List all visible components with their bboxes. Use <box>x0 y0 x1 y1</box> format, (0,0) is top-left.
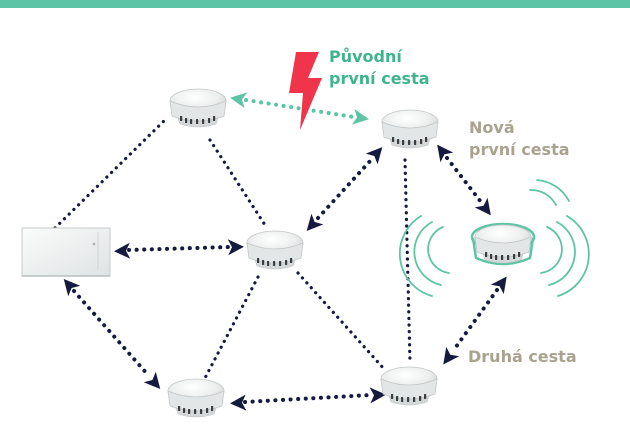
lightning-bolt-icon <box>289 52 322 130</box>
arrowhead <box>114 242 131 259</box>
original-first-path <box>230 92 369 125</box>
link-top-left-to-center-detector <box>208 138 267 227</box>
arrowhead <box>369 387 386 404</box>
label-line: první cesta <box>329 69 430 88</box>
top-accent-bar <box>0 0 630 8</box>
link-panel-to-center-detector <box>127 245 231 252</box>
label-line: první cesta <box>469 140 570 159</box>
link-panel-to-top-left-detector <box>53 115 170 230</box>
link-center-to-bottom-left-detector <box>203 275 260 380</box>
link-center-to-bottom-right-detector <box>296 271 387 372</box>
arrowhead <box>227 239 244 256</box>
link-center-to-top-right-detector <box>316 158 373 220</box>
arrowhead <box>474 197 491 216</box>
arrowhead <box>351 108 369 125</box>
smoke-detector-icon <box>167 378 225 418</box>
mesh-links <box>53 115 412 380</box>
arrowhead <box>443 346 460 365</box>
control-panel-icon <box>21 227 111 277</box>
smoke-detector-icon <box>246 230 304 270</box>
arrowhead <box>230 92 248 109</box>
alarm-detector <box>470 222 536 266</box>
arrowhead <box>490 276 507 295</box>
label-second-path: Druhá cesta <box>468 347 577 366</box>
link-top-right-to-alarm-detector <box>445 156 483 204</box>
label-line: Původní <box>329 47 402 66</box>
arrowhead <box>143 371 161 390</box>
link-bottom-left-to-bottom-right-detector <box>243 393 373 404</box>
arrowheads <box>63 144 507 411</box>
link-alarm-to-bottom-right-detector <box>451 288 499 353</box>
arrowhead <box>306 213 324 231</box>
arrowhead <box>365 147 383 165</box>
smoke-detector-icon <box>381 109 439 149</box>
label-original-first-path: Původní první cesta <box>329 46 430 90</box>
active-links <box>72 156 499 404</box>
smoke-detector-icon <box>169 88 227 128</box>
smoke-detector-icon <box>474 224 532 264</box>
arrowhead <box>437 144 454 163</box>
label-new-first-path: Nová první cesta <box>469 117 570 161</box>
label-line: Nová <box>469 118 515 137</box>
arrowhead <box>230 394 247 411</box>
radio-waves-icon <box>398 179 590 297</box>
smoke-detector-icon <box>380 366 438 406</box>
link-top-right-to-bottom-right-detector <box>403 158 412 364</box>
link-panel-to-bottom-left-detector <box>72 289 151 378</box>
arrowhead <box>63 278 81 297</box>
